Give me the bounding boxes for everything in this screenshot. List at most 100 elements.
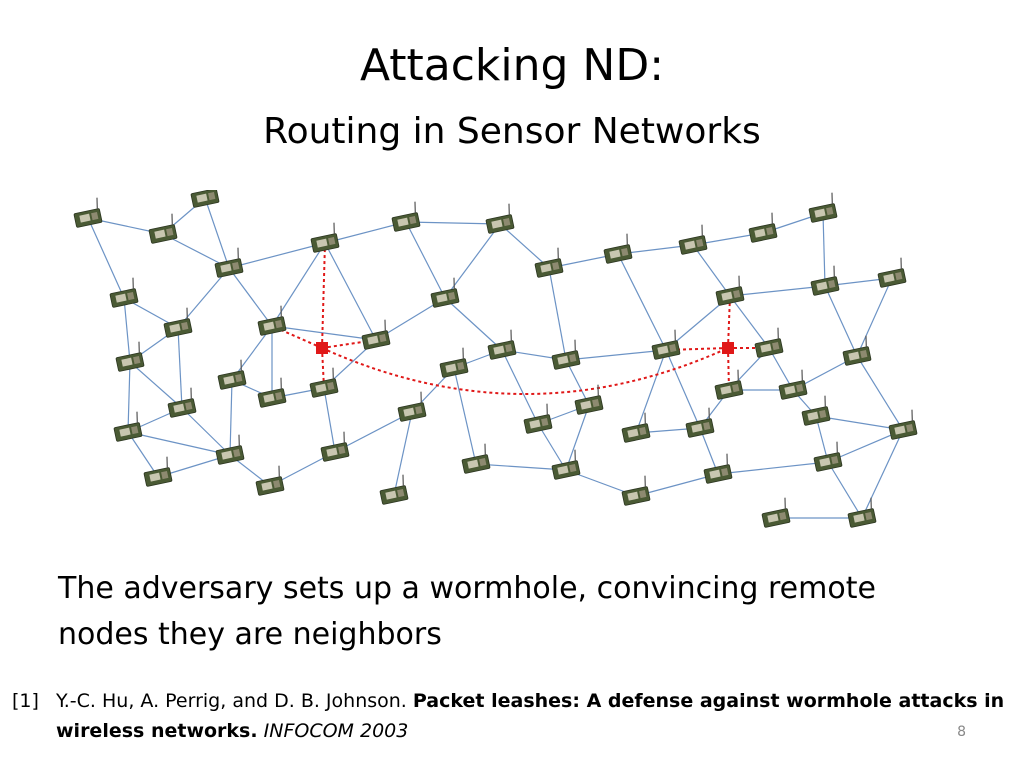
network-link	[617, 253, 667, 351]
network-link	[444, 223, 501, 299]
body-text: The adversary sets up a wormhole, convin…	[58, 571, 876, 652]
sensor-node	[379, 474, 409, 505]
citation-venue: INFOCOM 2003	[257, 720, 409, 742]
sensor-node	[888, 409, 918, 440]
network-link	[499, 223, 550, 269]
network-link	[635, 473, 719, 497]
sensor-node	[255, 465, 285, 496]
citation-number: [1]	[12, 690, 39, 712]
network-link	[444, 297, 503, 351]
sensor-node	[430, 277, 460, 308]
citation-text: Y.-C. Hu, A. Perrig, and D. B. Johnson. …	[56, 686, 1006, 746]
sensor-node	[391, 201, 421, 232]
wormhole-links	[271, 242, 769, 395]
sensor-node	[877, 257, 907, 288]
network-link	[565, 349, 667, 361]
network-link	[815, 415, 904, 431]
network-link	[177, 327, 183, 409]
sensor-node	[148, 213, 178, 244]
network-link	[405, 221, 501, 225]
sensor-node	[73, 197, 103, 228]
network-link	[822, 212, 826, 287]
network-link	[699, 427, 719, 475]
sensor-node	[842, 335, 872, 366]
wormhole-endpoint	[722, 342, 734, 354]
sensor-node	[163, 307, 193, 338]
network-link	[324, 242, 377, 341]
network-link	[692, 244, 731, 297]
sensor-node	[485, 203, 515, 234]
slide-subtitle: Routing in Sensor Networks	[263, 111, 761, 152]
sensor-node	[810, 265, 840, 296]
sensor-node	[310, 222, 340, 253]
sensor-node	[678, 224, 708, 255]
network-link	[231, 325, 273, 381]
network-link	[815, 415, 829, 463]
sensor-node	[551, 449, 581, 480]
sensor-node	[778, 369, 808, 400]
network-link	[565, 359, 590, 406]
network-link	[717, 461, 829, 475]
sensor-node	[801, 395, 831, 426]
network-link	[453, 367, 477, 465]
sensor-node	[714, 369, 744, 400]
network-link	[665, 349, 701, 429]
sensor-node	[551, 339, 581, 370]
sensor-node	[439, 347, 469, 378]
sensor-node	[813, 441, 843, 472]
network-link	[537, 423, 567, 471]
network-link	[393, 411, 413, 496]
sensor-node	[621, 412, 651, 443]
network-link	[635, 349, 667, 434]
sensor-node	[715, 275, 745, 306]
sensor-node	[603, 233, 633, 264]
sensor-node	[761, 497, 791, 528]
slide-title: Attacking ND:	[359, 40, 665, 91]
network-link	[162, 233, 230, 269]
network-link	[271, 325, 377, 341]
sensor-node	[703, 453, 733, 484]
network-link	[861, 429, 904, 519]
sensor-node	[190, 190, 220, 208]
network-link	[87, 217, 125, 299]
network-link	[228, 242, 326, 269]
network-link	[856, 277, 893, 357]
sensor-node	[361, 319, 391, 350]
wormhole-local-link	[665, 347, 729, 351]
network-link	[405, 221, 446, 299]
sensor-node	[808, 192, 838, 223]
sensor-node	[113, 411, 143, 442]
sensor-node	[217, 359, 247, 390]
network-link	[768, 347, 794, 391]
network-link	[181, 407, 231, 456]
network-link	[127, 431, 159, 478]
network-link	[501, 349, 539, 425]
sensor-node	[523, 403, 553, 434]
sensor-node	[115, 341, 145, 372]
sensor-node	[167, 387, 197, 418]
network-link	[729, 285, 826, 297]
sensor-node	[621, 475, 651, 506]
wormhole-local-link	[321, 347, 325, 389]
network-link	[271, 242, 326, 327]
network-link	[729, 295, 770, 349]
network-link	[334, 411, 413, 453]
sensor-node	[534, 247, 564, 278]
network-link	[229, 379, 233, 456]
wormhole-endpoint	[316, 342, 328, 354]
network-link	[129, 361, 183, 409]
network-link	[123, 297, 131, 363]
sensor-node	[257, 377, 287, 408]
network-link	[548, 267, 567, 361]
sensor-node	[748, 212, 778, 243]
sensor-node	[685, 407, 715, 438]
sensor-node	[320, 431, 350, 462]
network-link	[127, 431, 231, 456]
wormhole-local-link	[727, 347, 730, 391]
wormhole-local-link	[727, 295, 731, 349]
sensor-node	[847, 497, 877, 528]
network-link	[856, 355, 904, 431]
network-link	[824, 285, 858, 357]
sensor-node	[397, 391, 427, 422]
network-link	[475, 463, 567, 471]
